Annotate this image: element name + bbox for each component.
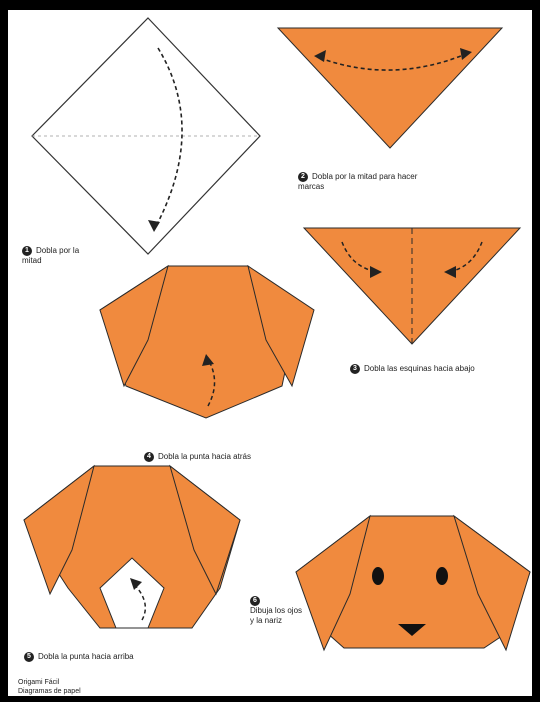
step-5-caption: 5 Dobla la punta hacia arriba bbox=[24, 642, 214, 662]
step-3-number: 3 bbox=[350, 364, 360, 374]
left-eye bbox=[372, 567, 384, 585]
step-3-text: Dobla las esquinas hacia abajo bbox=[364, 364, 475, 373]
step-4-text: Dobla la punta hacia atrás bbox=[158, 452, 251, 461]
step-3-caption: 3 Dobla las esquinas hacia abajo bbox=[350, 354, 530, 374]
step-4-caption: 4 Dobla la punta hacia atrás bbox=[144, 442, 324, 462]
step-6-text: Dibuja los ojos y la nariz bbox=[250, 606, 302, 625]
step-4-number: 4 bbox=[144, 452, 154, 462]
step-6-number: 6 bbox=[250, 596, 260, 606]
credit-text: Origami Fácil Diagramas de papel bbox=[18, 678, 81, 696]
step-5-text: Dobla la punta hacia arriba bbox=[38, 652, 134, 661]
step-2-number: 2 bbox=[298, 172, 308, 182]
step-1-number: 1 bbox=[22, 246, 32, 256]
right-eye bbox=[436, 567, 448, 585]
step-2-text: Dobla por la mitad para hacer marcas bbox=[298, 172, 417, 191]
step-5-number: 5 bbox=[24, 652, 34, 662]
